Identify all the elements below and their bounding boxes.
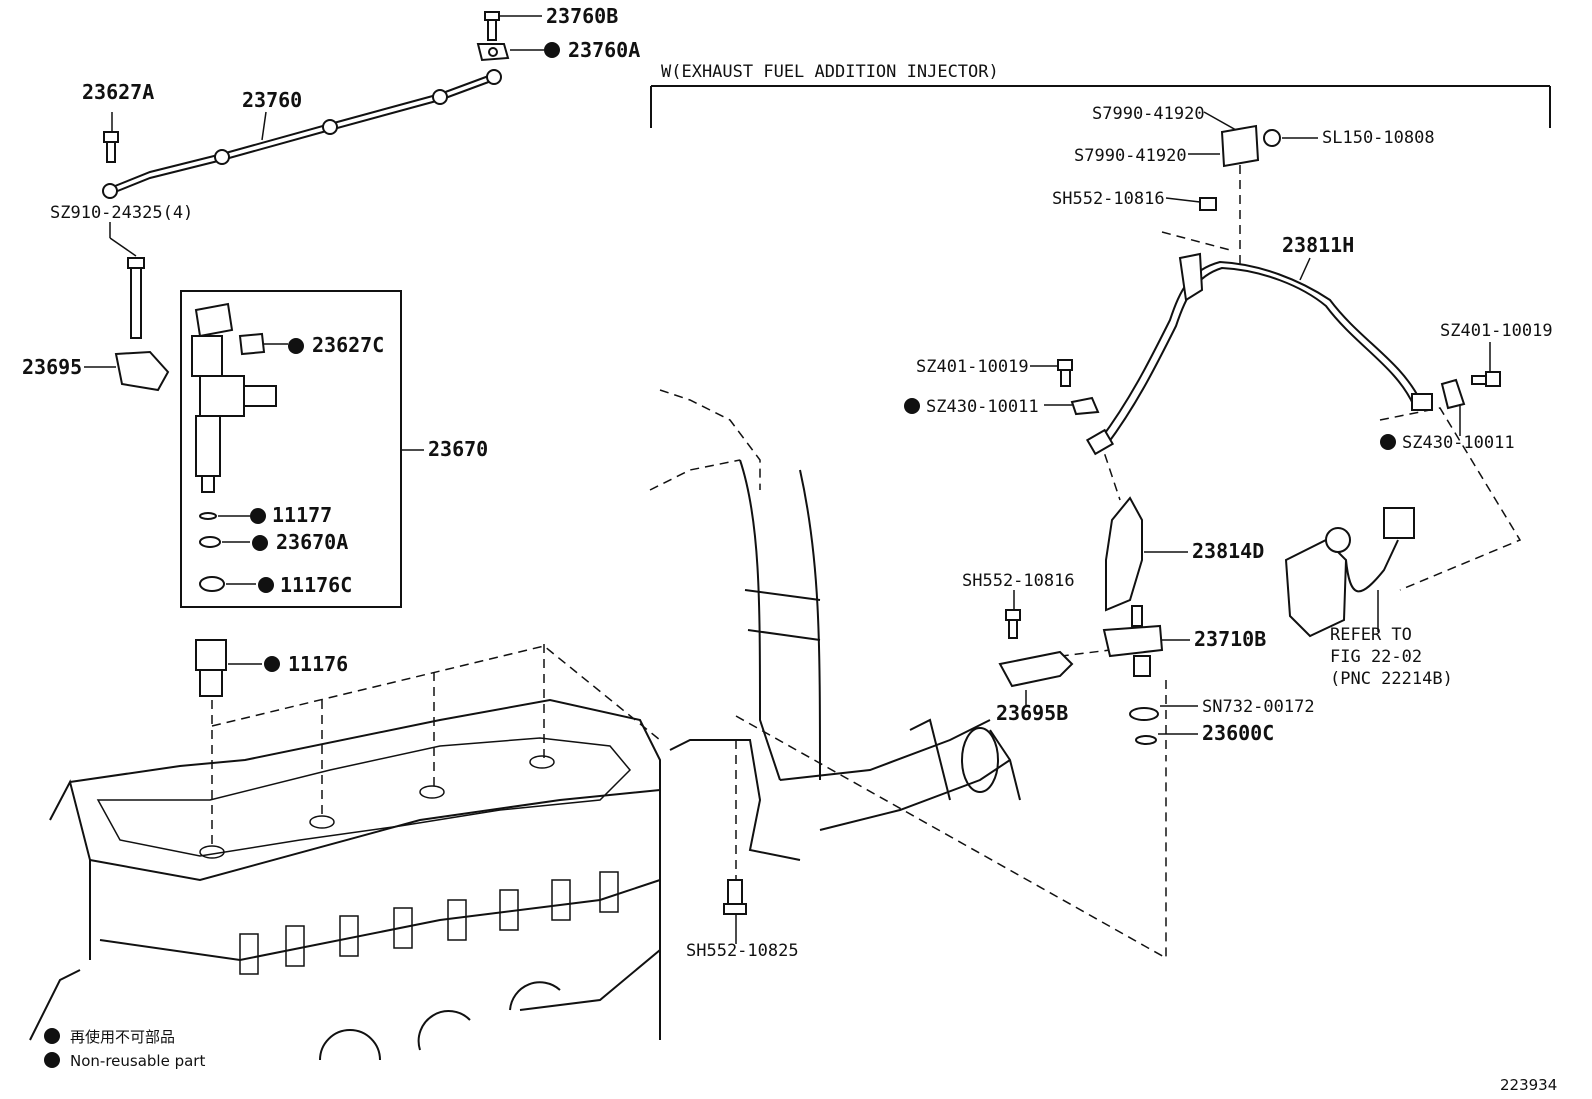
part-label-sz401-left: SZ401-10019 (916, 357, 1029, 377)
non-reusable-marker (544, 42, 560, 58)
part-label-sz910: SZ910-24325(4) (50, 203, 193, 223)
refer-line-1: REFER TO (1330, 625, 1412, 645)
injector-kit-box (180, 290, 402, 608)
refer-line-3: (PNC 22214B) (1330, 669, 1453, 689)
part-label-sh552-lower: SH552-10825 (686, 941, 799, 961)
fuel-return-pipe-drawing (102, 11, 510, 339)
part-label-sz430-right: SZ430-10011 (1402, 433, 1515, 453)
part-label-sh552-middle: SH552-10816 (962, 571, 1075, 591)
part-label-sl150: SL150-10808 (1322, 128, 1435, 148)
part-label-11177: 11177 (272, 503, 332, 527)
fuel-addition-injector-drawing (723, 496, 1415, 915)
sensor-wire-drawing (1057, 124, 1501, 456)
non-reusable-marker (250, 508, 266, 524)
exhaust-pipe-drawing (649, 389, 1021, 861)
legend-dot-en (44, 1052, 60, 1068)
part-label-11176: 11176 (288, 652, 348, 676)
part-label-23670: 23670 (428, 437, 488, 461)
part-label-23760: 23760 (242, 88, 302, 112)
part-label-s7990-lower: S7990-41920 (1074, 146, 1187, 166)
part-label-sh552-upper: SH552-10816 (1052, 189, 1165, 209)
section-title: W(EXHAUST FUEL ADDITION INJECTOR) (661, 62, 999, 82)
nozzle-sleeve-drawing (195, 639, 227, 697)
legend-dot-jp (44, 1028, 60, 1044)
non-reusable-marker (258, 577, 274, 593)
part-label-23760b: 23760B (546, 4, 618, 28)
non-reusable-marker (264, 656, 280, 672)
non-reusable-marker (288, 338, 304, 354)
non-reusable-marker (252, 535, 268, 551)
part-label-23811h: 23811H (1282, 233, 1354, 257)
part-label-23760a: 23760A (568, 38, 640, 62)
part-label-23670a: 23670A (276, 530, 348, 554)
part-label-11176c: 11176C (280, 573, 352, 597)
part-label-sz401-right: SZ401-10019 (1440, 321, 1553, 341)
clamp-drawing (114, 350, 170, 392)
refer-line-2: FIG 22-02 (1330, 647, 1422, 667)
part-label-23814d: 23814D (1192, 539, 1264, 563)
part-label-23600c: 23600C (1202, 721, 1274, 745)
non-reusable-marker (904, 398, 920, 414)
figure-number: 223934 (1500, 1076, 1557, 1094)
leader-lines (84, 15, 1491, 944)
legend-japanese: 再使用不可部品 (70, 1028, 175, 1046)
injector-drawing (191, 302, 277, 592)
part-label-23695b: 23695B (996, 701, 1068, 725)
cylinder-head-drawing (29, 698, 661, 1061)
legend-english: Non-reusable part (70, 1052, 205, 1070)
part-label-23710b: 23710B (1194, 627, 1266, 651)
mounting-guide-lines (211, 644, 661, 850)
part-label-s7990-upper: S7990-41920 (1092, 104, 1205, 124)
part-label-sn732: SN732-00172 (1202, 697, 1315, 717)
non-reusable-marker (1380, 434, 1396, 450)
part-label-23695: 23695 (22, 355, 82, 379)
part-label-23627a: 23627A (82, 80, 154, 104)
part-label-23627c: 23627C (312, 333, 384, 357)
exhaust-guide-lines (735, 150, 1522, 960)
part-label-sz430-left: SZ430-10011 (926, 397, 1039, 417)
